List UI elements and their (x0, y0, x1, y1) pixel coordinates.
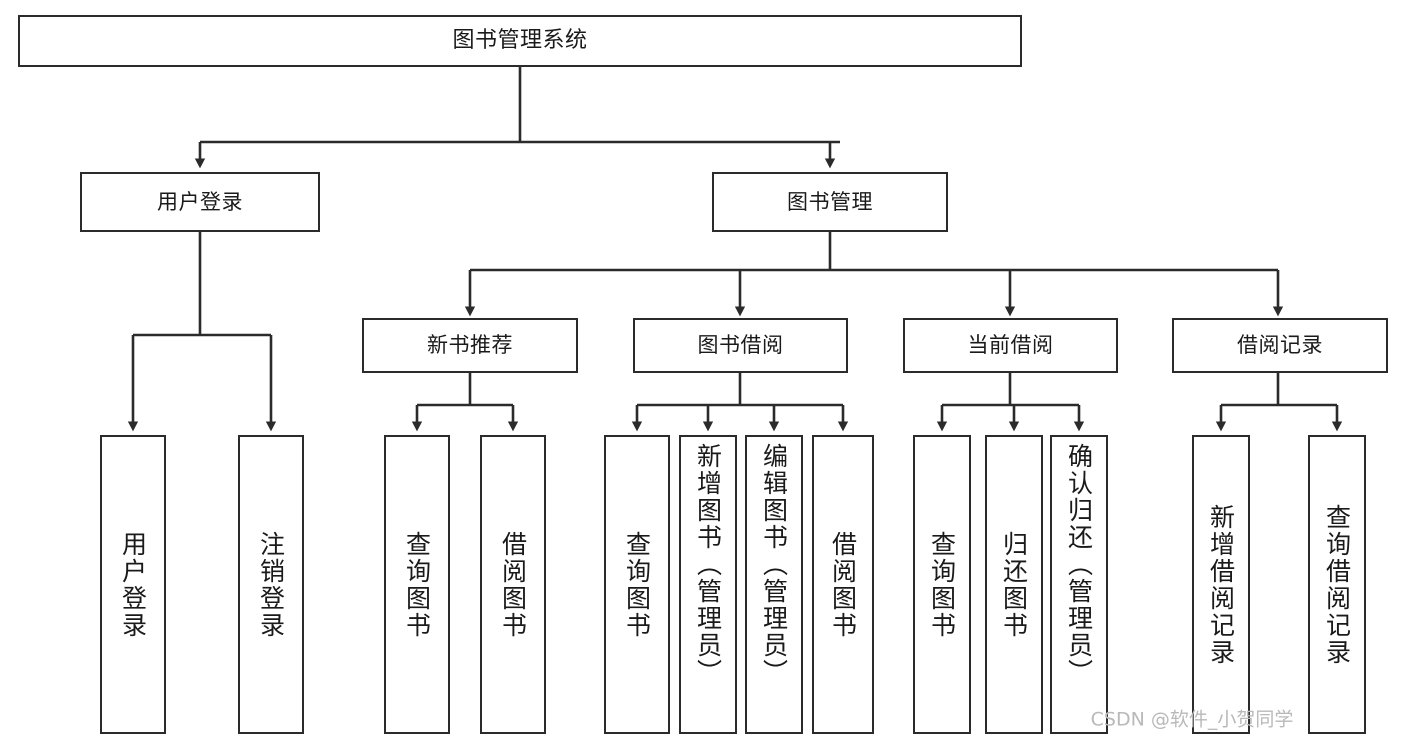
node-leaf-11[interactable]: 新增借阅记录 (1192, 435, 1250, 734)
node-label: 图书管理系统 (452, 27, 588, 53)
node-leaf-12[interactable]: 查询借阅记录 (1308, 435, 1366, 734)
node-label: 借阅记录 (1237, 333, 1323, 358)
node-root-title[interactable]: 图书管理系统 (18, 15, 1022, 67)
node-tier3-0[interactable]: 新书推荐 (362, 318, 578, 373)
node-leaf-0[interactable]: 用户登录 (100, 435, 166, 734)
node-leaf-9[interactable]: 归还图书 (985, 435, 1043, 734)
node-leaf-2[interactable]: 查询图书 (384, 435, 450, 734)
node-label: 查询图书 (402, 530, 432, 639)
node-leaf-5[interactable]: 新增图书（管理员） (679, 435, 737, 734)
node-tier2-1[interactable]: 图书管理 (712, 172, 948, 232)
node-tier3-1[interactable]: 图书借阅 (633, 318, 848, 373)
node-label: 借阅图书 (828, 530, 858, 639)
node-leaf-7[interactable]: 借阅图书 (812, 435, 874, 734)
node-tier3-2[interactable]: 当前借阅 (903, 318, 1118, 373)
node-label: 图书借阅 (697, 333, 784, 358)
node-label: 查询图书 (927, 530, 957, 639)
node-leaf-6[interactable]: 编辑图书（管理员） (745, 435, 803, 734)
node-label: 用户登录 (157, 189, 243, 214)
node-label: 用户登录 (118, 530, 148, 639)
node-leaf-10[interactable]: 确认归还（管理员） (1050, 435, 1108, 734)
node-leaf-1[interactable]: 注销登录 (238, 435, 304, 734)
node-leaf-4[interactable]: 查询图书 (604, 435, 670, 734)
csdn-watermark: CSDN @软件_小贺同学 (1090, 708, 1294, 731)
node-label: 归还图书 (999, 530, 1029, 639)
node-label: 注销登录 (256, 530, 286, 639)
node-label: 图书管理 (787, 189, 873, 214)
node-label: 确认归还（管理员） (1064, 443, 1094, 686)
node-label: 新书推荐 (427, 333, 513, 358)
node-label: 查询图书 (622, 530, 652, 639)
node-label: 新增图书（管理员） (693, 443, 723, 686)
node-label: 查询借阅记录 (1322, 503, 1352, 666)
node-label: 新增借阅记录 (1206, 503, 1236, 666)
node-label: 编辑图书（管理员） (759, 443, 789, 686)
node-leaf-8[interactable]: 查询图书 (913, 435, 971, 734)
node-tier2-0[interactable]: 用户登录 (80, 172, 320, 232)
node-tier3-3[interactable]: 借阅记录 (1172, 318, 1388, 373)
node-label: 当前借阅 (967, 333, 1054, 358)
node-label: 借阅图书 (498, 530, 528, 639)
node-leaf-3[interactable]: 借阅图书 (480, 435, 546, 734)
